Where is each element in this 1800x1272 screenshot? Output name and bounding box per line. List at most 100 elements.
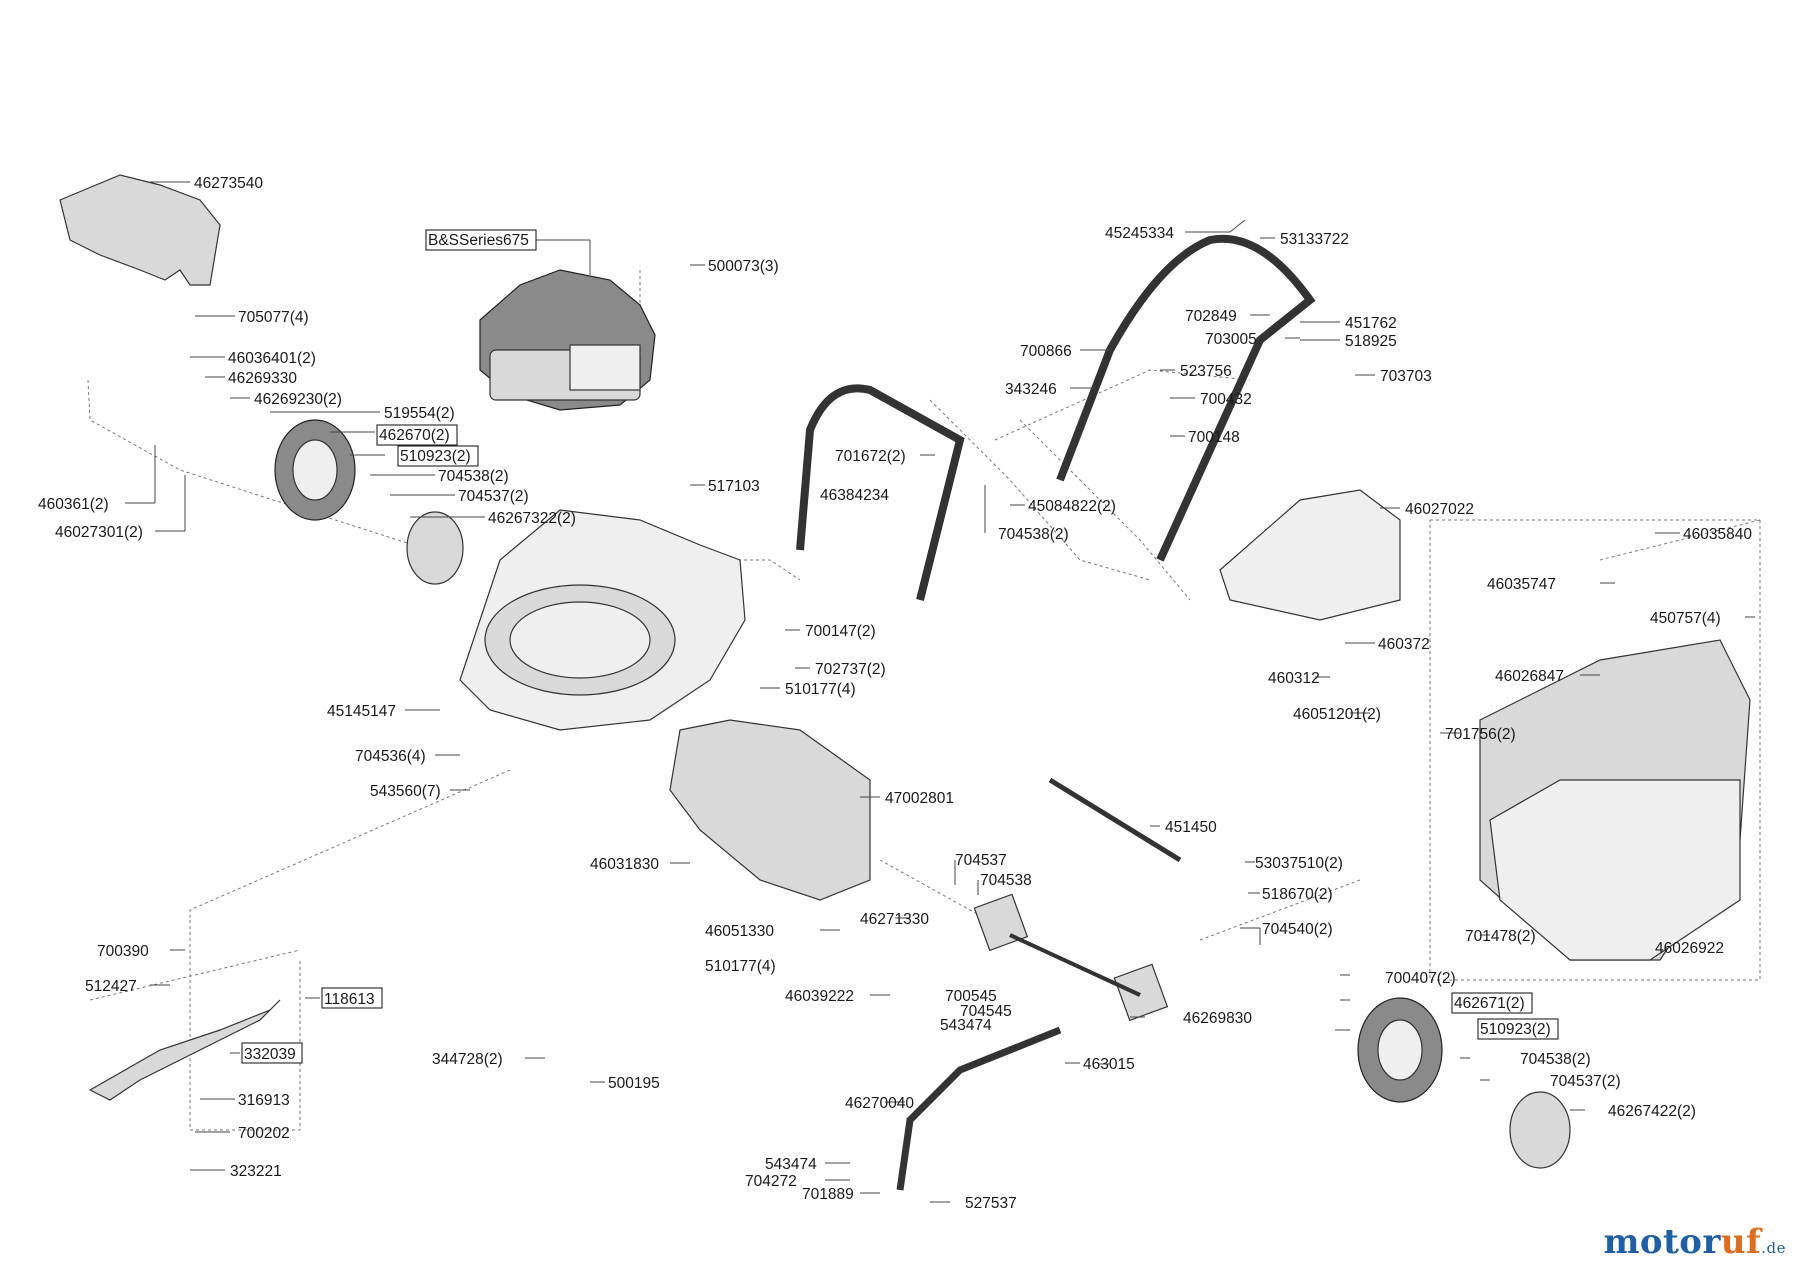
wheel-left-part bbox=[274, 419, 464, 585]
part-label-704537-left: 704537(2) bbox=[458, 488, 529, 505]
watermark-main-a: motor bbox=[1603, 1222, 1721, 1262]
part-label-53037510: 53037510(2) bbox=[1255, 855, 1343, 872]
part-label-462670: 462670(2) bbox=[379, 427, 450, 444]
part-label-700545: 700545 bbox=[945, 988, 997, 1005]
part-label-700390: 700390 bbox=[97, 943, 149, 960]
part-label-704540: 704540(2) bbox=[1262, 921, 1333, 938]
part-label-45145147: 45145147 bbox=[327, 703, 396, 720]
part-label-510923-right: 510923(2) bbox=[1480, 1021, 1551, 1038]
part-label-701478: 701478(2) bbox=[1465, 928, 1536, 945]
part-label-700202: 700202 bbox=[238, 1125, 290, 1142]
plate-46271330-part bbox=[973, 893, 1029, 952]
part-label-500195: 500195 bbox=[608, 1075, 660, 1092]
part-label-451762: 451762 bbox=[1345, 315, 1397, 332]
label-box-332039 bbox=[241, 1042, 303, 1064]
part-label-343246: 343246 bbox=[1005, 381, 1057, 398]
part-label-702737: 702737(2) bbox=[815, 661, 886, 678]
part-label-519554: 519554(2) bbox=[384, 405, 455, 422]
part-label-700148: 700148 bbox=[1188, 429, 1240, 446]
label-box-462670 bbox=[376, 424, 458, 446]
height-lever-part bbox=[896, 1026, 1062, 1191]
part-label-450757: 450757(4) bbox=[1650, 610, 1721, 627]
rear-flap-part bbox=[59, 174, 221, 286]
part-label-700147: 700147(2) bbox=[805, 623, 876, 640]
part-label-517103: 517103 bbox=[708, 478, 760, 495]
watermark-logo: motoruf.de bbox=[1603, 1222, 1786, 1262]
part-label-462671: 462671(2) bbox=[1454, 995, 1525, 1012]
part-label-46269330: 46269330 bbox=[228, 370, 297, 387]
part-label-46026847: 46026847 bbox=[1495, 668, 1564, 685]
part-label-46026922: 46026922 bbox=[1655, 940, 1724, 957]
chute-part bbox=[669, 719, 871, 901]
label-box-462671 bbox=[1451, 992, 1533, 1014]
watermark-main-b: uf bbox=[1720, 1222, 1762, 1262]
part-label-451450: 451450 bbox=[1165, 819, 1217, 836]
part-label-46271330: 46271330 bbox=[860, 911, 929, 928]
engine-part bbox=[479, 269, 656, 411]
part-label-704538-mid2: 704538 bbox=[980, 872, 1032, 889]
part-label-46035747: 46035747 bbox=[1487, 576, 1556, 593]
axle-part bbox=[1048, 777, 1182, 863]
part-label-46051201: 46051201(2) bbox=[1293, 706, 1381, 723]
part-label-510177-top: 510177(4) bbox=[785, 681, 856, 698]
part-label-332039: 332039 bbox=[244, 1046, 296, 1063]
part-labels: 46273540 B&SSeries675 500073(3) 705077(4… bbox=[38, 175, 1752, 1212]
part-label-engine: B&SSeries675 bbox=[428, 232, 529, 249]
part-label-46267322: 46267322(2) bbox=[488, 510, 576, 527]
part-label-701889: 701889 bbox=[802, 1186, 854, 1203]
part-label-704538-right: 704538(2) bbox=[1520, 1051, 1591, 1068]
part-label-701756: 701756(2) bbox=[1445, 726, 1516, 743]
part-label-463015: 463015 bbox=[1083, 1056, 1135, 1073]
part-label-700432: 700432 bbox=[1200, 391, 1252, 408]
part-label-543474-bottom: 543474 bbox=[765, 1156, 817, 1173]
part-label-704272: 704272 bbox=[745, 1173, 797, 1190]
part-label-46036401: 46036401(2) bbox=[228, 350, 316, 367]
part-label-510177-mid: 510177(4) bbox=[705, 958, 776, 975]
part-label-46267422: 46267422(2) bbox=[1608, 1103, 1696, 1120]
part-label-704538-left: 704538(2) bbox=[438, 468, 509, 485]
part-label-344728: 344728(2) bbox=[432, 1051, 503, 1068]
part-drawings bbox=[59, 174, 1751, 1191]
deck-part bbox=[459, 509, 746, 731]
part-label-705077: 705077(4) bbox=[238, 309, 309, 326]
part-label-47002801: 47002801 bbox=[885, 790, 954, 807]
part-label-118613: 118613 bbox=[324, 991, 375, 1008]
part-label-704536: 704536(4) bbox=[355, 748, 426, 765]
part-label-45245334: 45245334 bbox=[1105, 225, 1174, 242]
part-label-702849: 702849 bbox=[1185, 308, 1237, 325]
part-label-704537-right: 704537(2) bbox=[1550, 1073, 1621, 1090]
part-label-45084822: 45084822(2) bbox=[1028, 498, 1116, 515]
lid-part bbox=[1219, 489, 1401, 621]
leader-lines bbox=[125, 181, 1755, 1203]
part-label-46384234: 46384234 bbox=[820, 487, 889, 504]
part-label-46027022: 46027022 bbox=[1405, 501, 1474, 518]
blade-part bbox=[88, 999, 281, 1101]
part-label-323221: 323221 bbox=[230, 1163, 282, 1180]
part-label-527537: 527537 bbox=[965, 1195, 1017, 1212]
part-label-512427: 512427 bbox=[85, 978, 137, 995]
part-label-46035840: 46035840 bbox=[1683, 526, 1752, 543]
wheel-right-part bbox=[1357, 997, 1571, 1169]
part-label-700866: 700866 bbox=[1020, 343, 1072, 360]
part-label-316913: 316913 bbox=[238, 1092, 290, 1109]
part-label-510923-left: 510923(2) bbox=[400, 448, 471, 465]
label-box-engine bbox=[425, 229, 537, 251]
part-label-46270040: 46270040 bbox=[845, 1095, 914, 1112]
part-label-518925: 518925 bbox=[1345, 333, 1397, 350]
part-label-460361: 460361(2) bbox=[38, 496, 109, 513]
label-box-510923-right bbox=[1477, 1018, 1559, 1040]
label-box-118613 bbox=[321, 987, 383, 1009]
part-label-704537-mid: 704537 bbox=[955, 852, 1007, 869]
part-label-46269830: 46269830 bbox=[1183, 1010, 1252, 1027]
upper-handle-part bbox=[1056, 234, 1316, 562]
part-label-700407: 700407(2) bbox=[1385, 970, 1456, 987]
part-label-703005: 703005 bbox=[1205, 331, 1257, 348]
part-label-704545: 704545 bbox=[960, 1003, 1012, 1020]
part-label-53133722: 53133722 bbox=[1280, 231, 1349, 248]
part-label-460372: 460372 bbox=[1378, 636, 1430, 653]
part-label-703703: 703703 bbox=[1380, 368, 1432, 385]
part-label-46269230: 46269230(2) bbox=[254, 391, 342, 408]
height-plate-part bbox=[1113, 963, 1169, 1022]
part-label-460312: 460312 bbox=[1268, 670, 1320, 687]
